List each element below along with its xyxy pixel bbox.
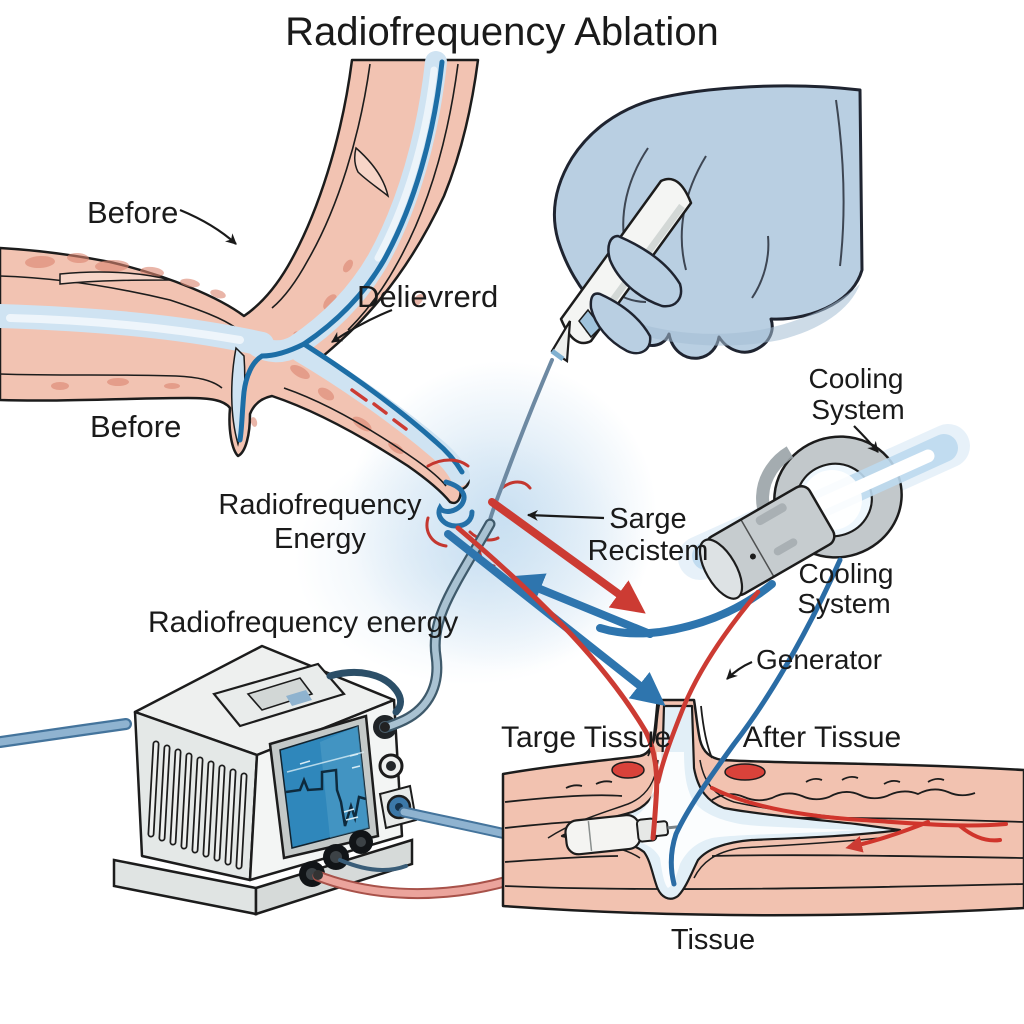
cooling-device <box>678 424 970 600</box>
label-delivered: Delievrerd <box>357 279 498 314</box>
leader-arrows <box>179 208 879 680</box>
delivered-arrow <box>331 308 393 343</box>
cooling-arrow <box>853 425 879 453</box>
blue-arrow-up-left <box>509 573 654 638</box>
ablation-blue-squiggle <box>436 479 475 529</box>
sarge-arrow <box>526 509 605 521</box>
probe-tip-band <box>550 348 565 362</box>
before-arrow <box>179 208 237 245</box>
diagram-title: Radiofrequency Ablation <box>285 10 719 54</box>
handle-glint <box>286 690 312 706</box>
generator-blue-wire <box>668 557 843 887</box>
label-cooling-top-2: System <box>811 394 904 425</box>
front-ports <box>299 715 418 887</box>
glove-finger-1 <box>607 234 683 308</box>
ablation-zone-highlight <box>596 752 860 888</box>
vent-slats <box>147 740 248 870</box>
label-rf-energy-lower: Radiofrequency energy <box>148 606 458 639</box>
vessel-branch-slits <box>59 146 390 285</box>
label-rf-energy-2: Energy <box>274 523 366 555</box>
plug-red <box>313 870 323 880</box>
tissue-red-oval-right <box>724 763 766 781</box>
glove-finger-2 <box>589 292 652 355</box>
cooling-cylinder <box>698 484 836 600</box>
annotations: Radiofrequency Ablation Before Before De… <box>87 10 905 956</box>
label-generator: Generator <box>756 644 882 675</box>
generator-device <box>0 644 584 916</box>
tissue-dashes <box>565 775 945 789</box>
generator-arrow <box>726 660 753 680</box>
label-cooling-bottom-2: System <box>797 588 890 619</box>
tissue-section <box>501 698 1024 917</box>
cooling-red-wire <box>655 589 761 785</box>
cooling-wire-blue <box>596 580 776 638</box>
handle-slot <box>246 677 314 711</box>
thin-blue-stub <box>338 858 408 872</box>
label-rf-energy-1: Radiofrequency <box>218 489 422 521</box>
label-sarge-2: Recistem <box>588 535 709 567</box>
red-arrow-down-right <box>488 498 646 614</box>
label-sarge-1: Sarge <box>609 503 686 535</box>
vessel-before <box>0 51 480 505</box>
label-target-tissue: Targe Tissue <box>501 721 671 754</box>
label-after-tissue: After Tissue <box>743 721 901 754</box>
label-before-top: Before <box>87 195 178 230</box>
label-before-bottom: Before <box>90 409 181 444</box>
label-cooling-bottom-1: Cooling <box>799 558 894 589</box>
label-cooling-top-1: Cooling <box>809 363 904 394</box>
probe-wire <box>488 358 554 522</box>
after-vessel-red-lines <box>710 786 1008 853</box>
glove-shading <box>596 284 860 346</box>
energy-dashes-red <box>350 388 408 431</box>
handle-cable <box>326 669 404 716</box>
label-tissue: Tissue <box>671 924 755 956</box>
energy-arrows <box>444 498 843 887</box>
probe-tube-to-generator <box>379 518 496 733</box>
red-wire-to-channel <box>455 525 660 841</box>
power-cable-left <box>0 718 132 748</box>
screen-waveform <box>285 751 367 827</box>
tissue-red-oval-left <box>611 761 645 779</box>
tissue-catheter-connector <box>564 814 682 856</box>
hand-with-probe <box>488 84 864 522</box>
